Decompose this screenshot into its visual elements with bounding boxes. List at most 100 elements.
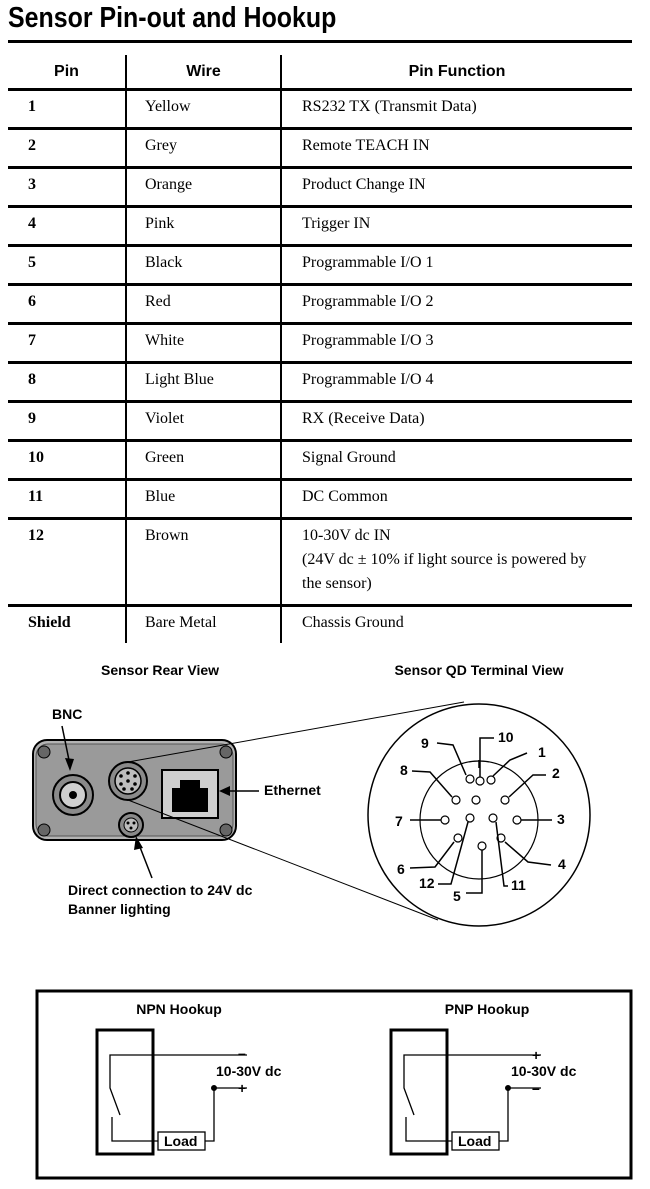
function-cell: Programmable I/O 2 <box>280 284 632 325</box>
pin-cell: Shield <box>28 614 71 631</box>
wire-cell: White <box>125 323 281 364</box>
pin-cell: 7 <box>8 323 126 364</box>
wire-cell: Red <box>125 284 281 325</box>
wire-cell: Bare Metal <box>125 605 281 643</box>
pnp-plus: + <box>532 1047 540 1063</box>
pin-label-3: 3 <box>557 811 565 827</box>
table-row: 4 Pink Trigger IN <box>8 206 632 247</box>
pin-cell: 10 <box>8 440 126 481</box>
pin-label-11: 11 <box>511 877 526 893</box>
table-row: 6 Red Programmable I/O 2 <box>8 284 632 325</box>
pin-label-4: 4 <box>558 856 566 872</box>
function-cell: Product Change IN <box>280 167 632 208</box>
function-cell: RX (Receive Data) <box>280 401 632 442</box>
terminal-view-heading: Sensor QD Terminal View <box>394 662 563 678</box>
function-cell: Programmable I/O 4 <box>280 362 632 403</box>
lighting-label-line1: Direct connection to 24V dc <box>68 882 253 898</box>
wire-cell: Light Blue <box>125 362 281 403</box>
terminal-pin-labels: 1 2 3 4 5 6 7 8 9 10 11 12 <box>395 729 566 904</box>
function-cell: Programmable I/O 1 <box>280 245 632 286</box>
wire-cell: Orange <box>125 167 281 208</box>
wire-cell: Brown <box>125 518 281 607</box>
npn-heading: NPN Hookup <box>136 1001 222 1017</box>
pin-cell: 5 <box>8 245 126 286</box>
zoom-line-top <box>127 701 465 763</box>
pnp-circuit <box>389 1028 541 1156</box>
pin-cell: 2 <box>8 128 126 169</box>
pin-label-1: 1 <box>538 744 546 760</box>
npn-supply-label: 10-30V dc <box>216 1063 282 1079</box>
sensor-rear-illustration <box>32 739 237 841</box>
pin-cell: 11 <box>8 479 126 520</box>
table-row: 1 Yellow RS232 TX (Transmit Data) <box>8 89 632 130</box>
header-function: Pin Function <box>280 55 632 91</box>
pin-label-5: 5 <box>453 888 461 904</box>
npn-circuit <box>95 1028 247 1156</box>
table-row: 8 Light Blue Programmable I/O 4 <box>8 362 632 403</box>
function-line: the sensor) <box>302 575 372 592</box>
function-cell: Chassis Ground <box>280 605 632 643</box>
ethernet-label: Ethernet <box>264 782 321 798</box>
pin-label-8: 8 <box>400 762 408 778</box>
header-wire: Wire <box>125 55 281 91</box>
table-row: 3 Orange Product Change IN <box>8 167 632 208</box>
wire-cell: Black <box>125 245 281 286</box>
lighting-arrowhead <box>134 836 143 850</box>
pin-cell: 1 <box>8 89 126 130</box>
pin-cell: 6 <box>8 284 126 325</box>
pin-cell: 3 <box>8 167 126 208</box>
function-cell: RS232 TX (Transmit Data) <box>280 89 632 130</box>
wire-cell: Blue <box>125 479 281 520</box>
pnp-supply-label: 10-30V dc <box>511 1063 577 1079</box>
qd-terminal-view <box>367 703 591 927</box>
pin-label-2: 2 <box>552 765 560 781</box>
npn-minus: – <box>238 1045 246 1061</box>
pin-cell: 8 <box>8 362 126 403</box>
function-cell: DC Common <box>280 479 632 520</box>
wire-cell: Grey <box>125 128 281 169</box>
function-line: 10-30V dc IN <box>302 527 391 544</box>
function-cell: Trigger IN <box>280 206 632 247</box>
pinout-table: Pin Wire Pin Function 1 Yellow RS232 TX … <box>8 55 632 643</box>
pnp-heading: PNP Hookup <box>445 1001 530 1017</box>
function-cell: Remote TEACH IN <box>280 128 632 169</box>
ethernet-arrowhead <box>219 786 230 796</box>
bnc-label: BNC <box>52 706 82 722</box>
pin-cell: 12 <box>8 518 126 607</box>
wire-cell: Pink <box>125 206 281 247</box>
table-row: 5 Black Programmable I/O 1 <box>8 245 632 286</box>
table-row: 10 Green Signal Ground <box>8 440 632 481</box>
table-row: 9 Violet RX (Receive Data) <box>8 401 632 442</box>
pin-cell: 9 <box>8 401 126 442</box>
function-cell: 10-30V dc IN (24V dc ± 10% if light sour… <box>280 518 632 607</box>
table-row: 11 Blue DC Common <box>8 479 632 520</box>
bnc-arrowhead <box>65 758 74 771</box>
function-cell: Programmable I/O 3 <box>280 323 632 364</box>
function-line: (24V dc ± 10% if light source is powered… <box>302 551 587 568</box>
npn-load-label: Load <box>164 1133 197 1149</box>
pin-label-9: 9 <box>421 735 429 751</box>
function-cell: Signal Ground <box>280 440 632 481</box>
pin-label-6: 6 <box>397 861 405 877</box>
table-row: 2 Grey Remote TEACH IN <box>8 128 632 169</box>
table-row: 12 Brown 10-30V dc IN (24V dc ± 10% if l… <box>8 518 632 607</box>
pin-cell: 4 <box>8 206 126 247</box>
table-row: Shield Bare Metal Chassis Ground <box>8 605 632 643</box>
page-title: Sensor Pin-out and Hookup <box>8 2 337 34</box>
title-rule <box>8 40 632 43</box>
hookup-box <box>35 989 633 1180</box>
wire-cell: Yellow <box>125 89 281 130</box>
wire-cell: Green <box>125 440 281 481</box>
pin-label-7: 7 <box>395 813 403 829</box>
pin-label-10: 10 <box>498 729 514 745</box>
zoom-line-bottom <box>127 799 439 921</box>
table-row: 7 White Programmable I/O 3 <box>8 323 632 364</box>
pnp-minus: – <box>532 1080 540 1096</box>
pnp-load-label: Load <box>458 1133 491 1149</box>
hookup-diagrams: Sensor Rear View Sensor QD Terminal View… <box>32 662 633 1180</box>
header-pin: Pin <box>8 55 126 91</box>
table-header-row: Pin Wire Pin Function <box>8 55 632 91</box>
lighting-label-line2: Banner lighting <box>68 901 171 917</box>
pin-label-12: 12 <box>419 875 435 891</box>
wire-cell: Violet <box>125 401 281 442</box>
